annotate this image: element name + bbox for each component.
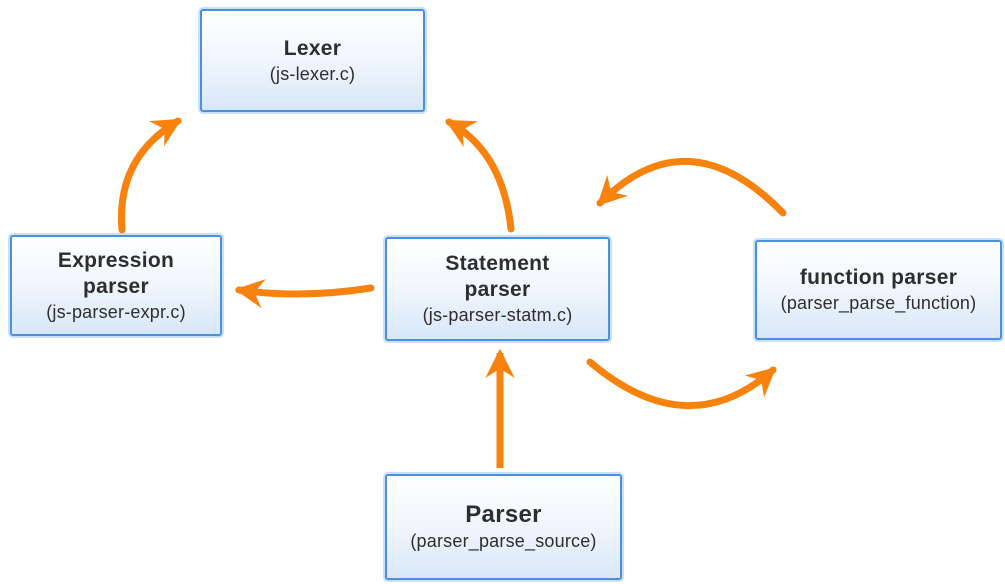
arrow-statement-parser-to-expression-parser — [234, 279, 375, 309]
node-expression-parser: Expression parser (js-parser-expr.c) — [10, 235, 222, 336]
node-statement-parser-title-line1: Statement — [445, 252, 550, 275]
node-lexer-title: Lexer — [283, 36, 342, 60]
node-expression-parser-title-line1: Expression — [57, 248, 175, 272]
arrow-function-parser-to-statement-parser — [596, 158, 787, 217]
node-statement-parser-subtitle: (js-parser-statm.c) — [422, 305, 573, 325]
node-expression-parser-title-line2: parser — [82, 274, 149, 298]
node-function-parser-subtitle: (parser_parse_function) — [780, 293, 977, 313]
arrow-statement-parser-to-function-parser — [586, 358, 777, 410]
arrow-statement-parser-to-lexer — [445, 118, 515, 233]
arrow-expression-parser-to-lexer — [117, 117, 182, 234]
node-statement-parser-title-line2: parser — [464, 278, 531, 301]
node-statement-parser: Statement parser (js-parser-statm.c) — [385, 237, 610, 341]
node-parser-subtitle: (parser_parse_source) — [410, 531, 597, 551]
node-lexer: Lexer (js-lexer.c) — [200, 9, 425, 112]
node-parser: Parser (parser_parse_source) — [385, 474, 622, 580]
node-function-parser-title: function parser — [799, 266, 958, 289]
node-parser-title: Parser — [465, 501, 542, 528]
node-lexer-subtitle: (js-lexer.c) — [269, 63, 356, 84]
node-expression-parser-subtitle: (js-parser-expr.c) — [46, 301, 186, 322]
node-function-parser: function parser (parser_parse_function) — [755, 240, 1002, 340]
